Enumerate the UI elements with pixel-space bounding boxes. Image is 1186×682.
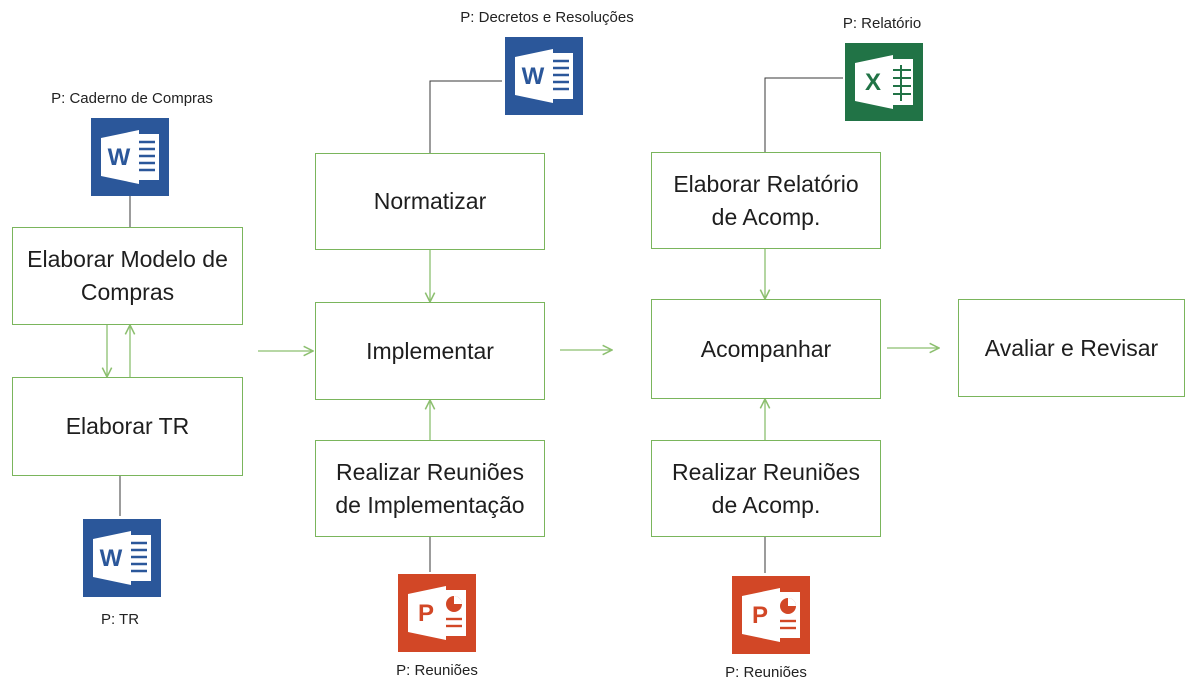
doc-label-reunioes-impl: P: Reuniões — [396, 662, 478, 679]
process-avaliar-e-revisar: Avaliar e Revisar — [958, 299, 1185, 397]
doc-label-tr: P: TR — [100, 611, 140, 628]
process-elaborar-relatorio: Elaborar Relatório de Acomp. — [651, 152, 881, 249]
doc-label-relatorio: P: Relatório — [842, 15, 922, 32]
process-label: de Acomp. — [711, 491, 821, 518]
process-realizar-reunioes-acomp: Realizar Reuniões de Acomp. — [651, 440, 881, 537]
word-icon: W — [505, 37, 583, 115]
doc-label-caderno: P: Caderno de Compras — [51, 90, 213, 107]
process-label: Elaborar TR — [65, 413, 190, 440]
powerpoint-icon: P — [732, 576, 810, 654]
doc-label-decretos: P: Decretos e Resoluções — [460, 9, 634, 26]
process-label: Realizar Reuniões — [336, 458, 524, 485]
powerpoint-icon: P — [398, 574, 476, 652]
process-label: Normatizar — [373, 188, 487, 215]
doc-label-reunioes-acomp: P: Reuniões — [725, 664, 807, 681]
process-realizar-reunioes-implementacao: Realizar Reuniões de Implementação — [315, 440, 545, 537]
process-normatizar: Normatizar — [315, 153, 545, 250]
word-icon: W — [83, 519, 161, 597]
process-label: Implementar — [366, 337, 494, 364]
connector-relatorio — [764, 77, 843, 152]
word-letter: W — [100, 545, 123, 572]
excel-letter: X — [865, 69, 881, 96]
process-label: Realizar Reuniões — [672, 458, 860, 485]
process-label: Avaliar e Revisar — [984, 334, 1159, 361]
process-elaborar-modelo-de-compras: Elaborar Modelo de Compras — [12, 227, 243, 325]
connector-decretos — [429, 80, 502, 153]
powerpoint-letter: P — [418, 600, 434, 627]
process-label: de Implementação — [335, 491, 525, 518]
process-label: Compras — [80, 279, 175, 305]
excel-icon: X — [845, 43, 923, 121]
powerpoint-letter: P — [752, 602, 768, 629]
process-label: Acompanhar — [700, 335, 832, 362]
process-label: Elaborar Relatório — [673, 170, 859, 197]
process-elaborar-tr: Elaborar TR — [12, 377, 243, 476]
process-label: de Acomp. — [711, 203, 821, 230]
word-icon: W — [91, 118, 169, 196]
process-implementar: Implementar — [315, 302, 545, 400]
process-label: Elaborar Modelo de — [27, 246, 228, 273]
process-acompanhar: Acompanhar — [651, 299, 881, 399]
word-letter: W — [108, 144, 131, 171]
word-letter: W — [522, 63, 545, 90]
